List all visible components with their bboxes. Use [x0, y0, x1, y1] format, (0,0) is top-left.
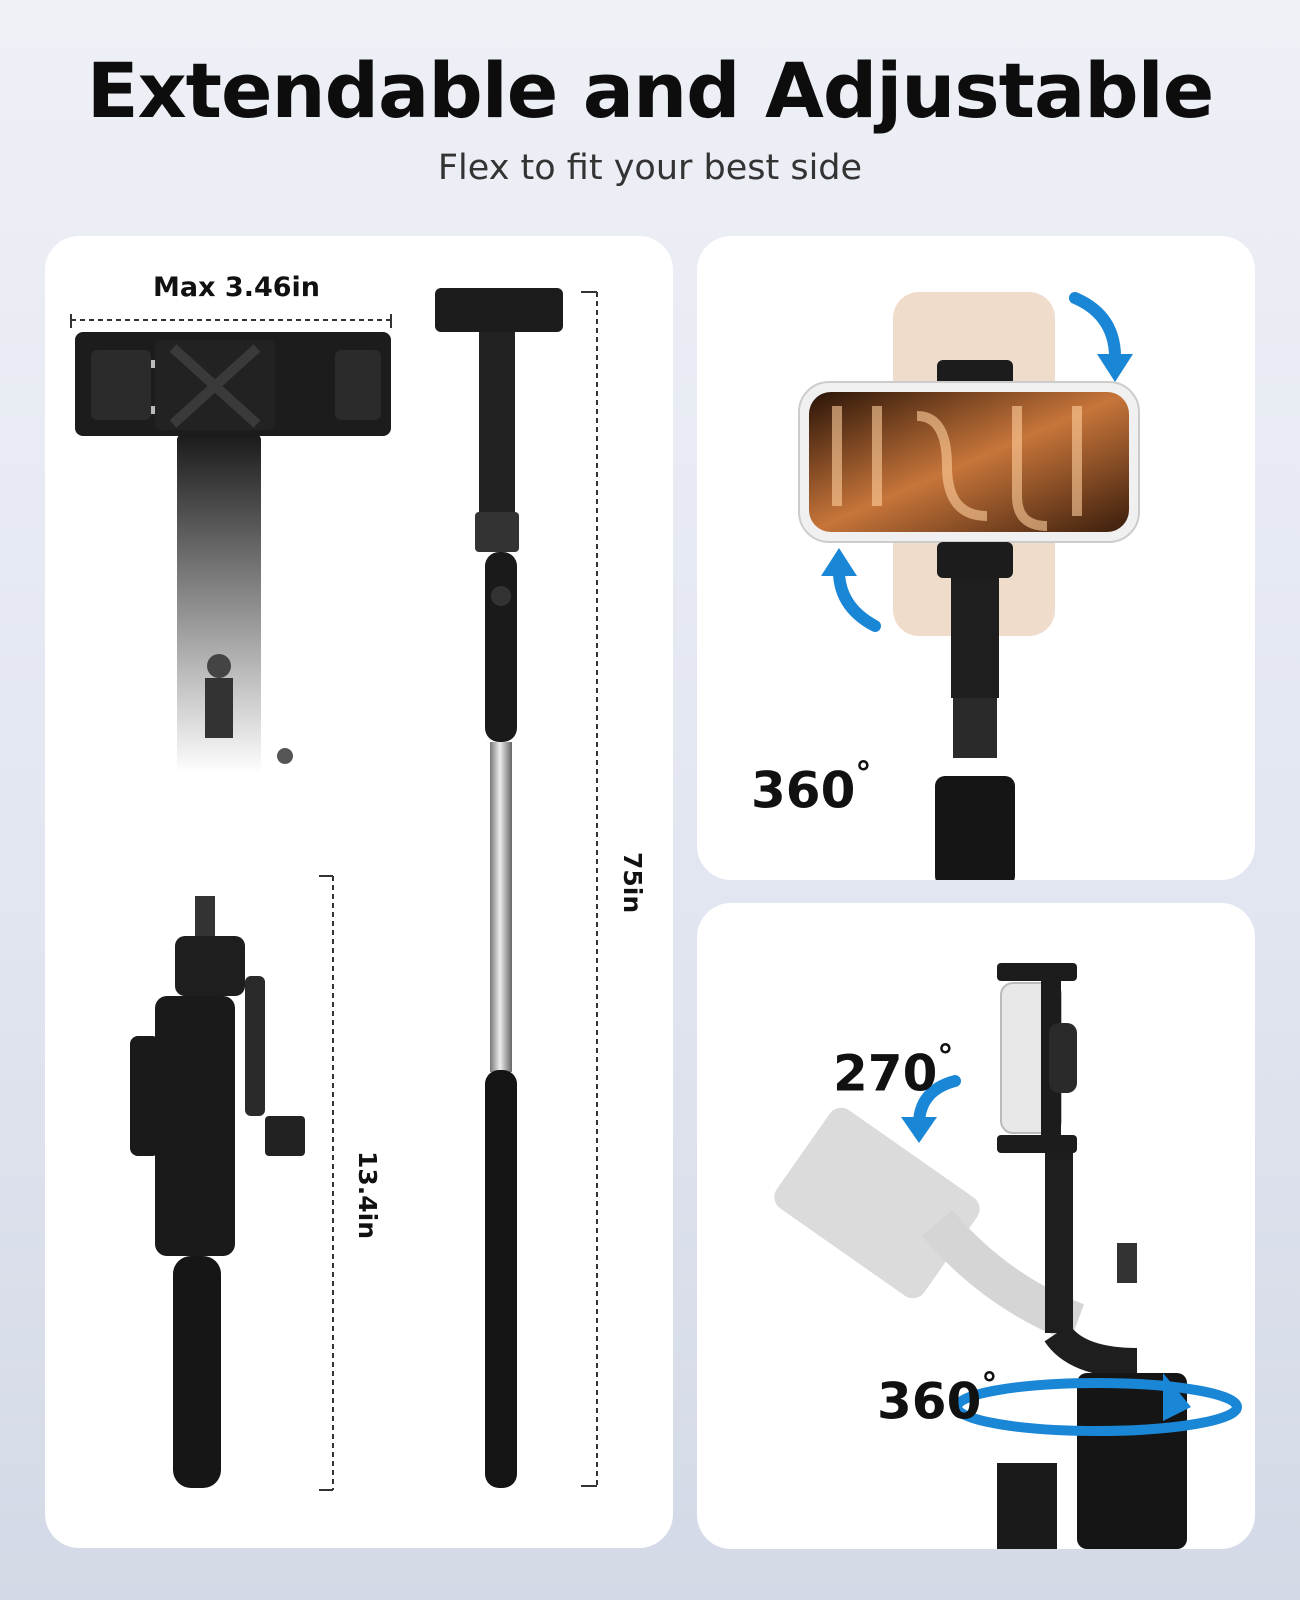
- folded-length-label: 13.4in: [353, 1151, 382, 1240]
- extended-length-label: 75in: [618, 852, 647, 914]
- selfie-stick-extended: [435, 288, 563, 1488]
- page-title: Extendable and Adjustable: [86, 46, 1215, 135]
- base-swivel-degree: 360°: [877, 1365, 998, 1431]
- portrait-rotation-degree: 360°: [751, 754, 872, 820]
- phone-landscape: [798, 381, 1140, 543]
- dimensions-panel: Max 3.46in 75in 13.4in: [45, 236, 673, 1548]
- tilt-panel: 270° 360°: [697, 903, 1255, 1549]
- selfie-stick-folded: [130, 896, 305, 1488]
- clamp-width-label: Max 3.46in: [153, 272, 320, 303]
- dimensions-illustration: [70, 288, 598, 1491]
- rotate-arrow-icon: [1069, 292, 1122, 368]
- swivel-ring-icon: [952, 1378, 1242, 1436]
- tilt-illustration: [774, 963, 1242, 1549]
- page-subtitle: Flex to fit your best side: [437, 148, 863, 188]
- phone-clamp-large: [75, 332, 391, 774]
- rotation-illustration: [798, 292, 1140, 880]
- tilt-degree: 270°: [833, 1037, 954, 1103]
- rotation-panel: 360°: [697, 236, 1255, 880]
